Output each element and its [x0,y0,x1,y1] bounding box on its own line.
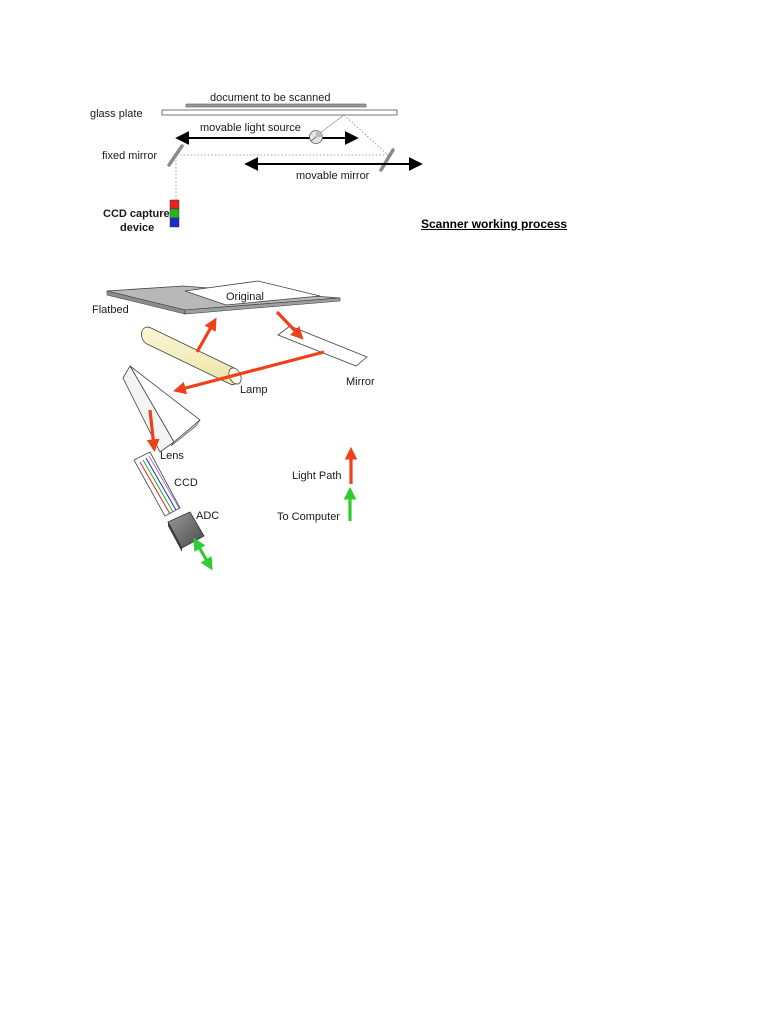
glass-plate-label: glass plate [90,108,143,120]
ccd-label-line2: device [120,222,154,234]
fixed-mirror-label: fixed mirror [102,150,157,162]
ccd-capture-device [169,199,180,228]
top-scanner-schematic: document to be scanned glass plate movab… [90,92,423,234]
light-arrow-lamp-to-original [195,317,217,353]
lens-label: Lens [160,450,184,462]
output-arrow-to-computer [193,537,213,571]
movable-mirror-label: movable mirror [296,170,370,182]
adc-label: ADC [196,510,219,522]
light-path-arrows [146,310,325,453]
movable-mirror [379,148,395,172]
legend-to-computer-label: To Computer [277,511,340,523]
ccd-blue-cell [169,217,180,228]
ccd-sensor [133,451,181,517]
flatbed [106,280,341,315]
light-bulb-icon [309,130,323,144]
fixed-mirror [167,144,184,167]
diagram-caption: Scanner working process [421,217,568,231]
ccd-green-cell [169,208,180,219]
prism-mirror [122,365,201,453]
ccd-label: CCD [174,477,198,489]
document-label: document to be scanned [210,92,330,104]
light-arrow-prism-to-lens [146,409,160,453]
document-sheet [185,103,367,108]
lamp-label: Lamp [240,384,268,396]
mirror-label: Mirror [346,376,375,388]
glass-plate [161,109,398,116]
ccd-label-line1: CCD capture [103,208,170,220]
legend: Light Path To Computer [277,446,358,523]
light-arrow-original-to-mirror [275,310,304,340]
ccd-red-cell [169,199,180,210]
light-source-label: movable light source [200,122,301,134]
legend-light-path-label: Light Path [292,470,342,482]
bottom-scanner-3d-view: Original Flatbed Lamp Mirror Lens [92,280,375,571]
light-arrow-mirror-to-prism [173,350,325,395]
original-document [184,280,321,306]
flatbed-label: Flatbed [92,304,129,316]
original-label: Original [226,291,264,303]
